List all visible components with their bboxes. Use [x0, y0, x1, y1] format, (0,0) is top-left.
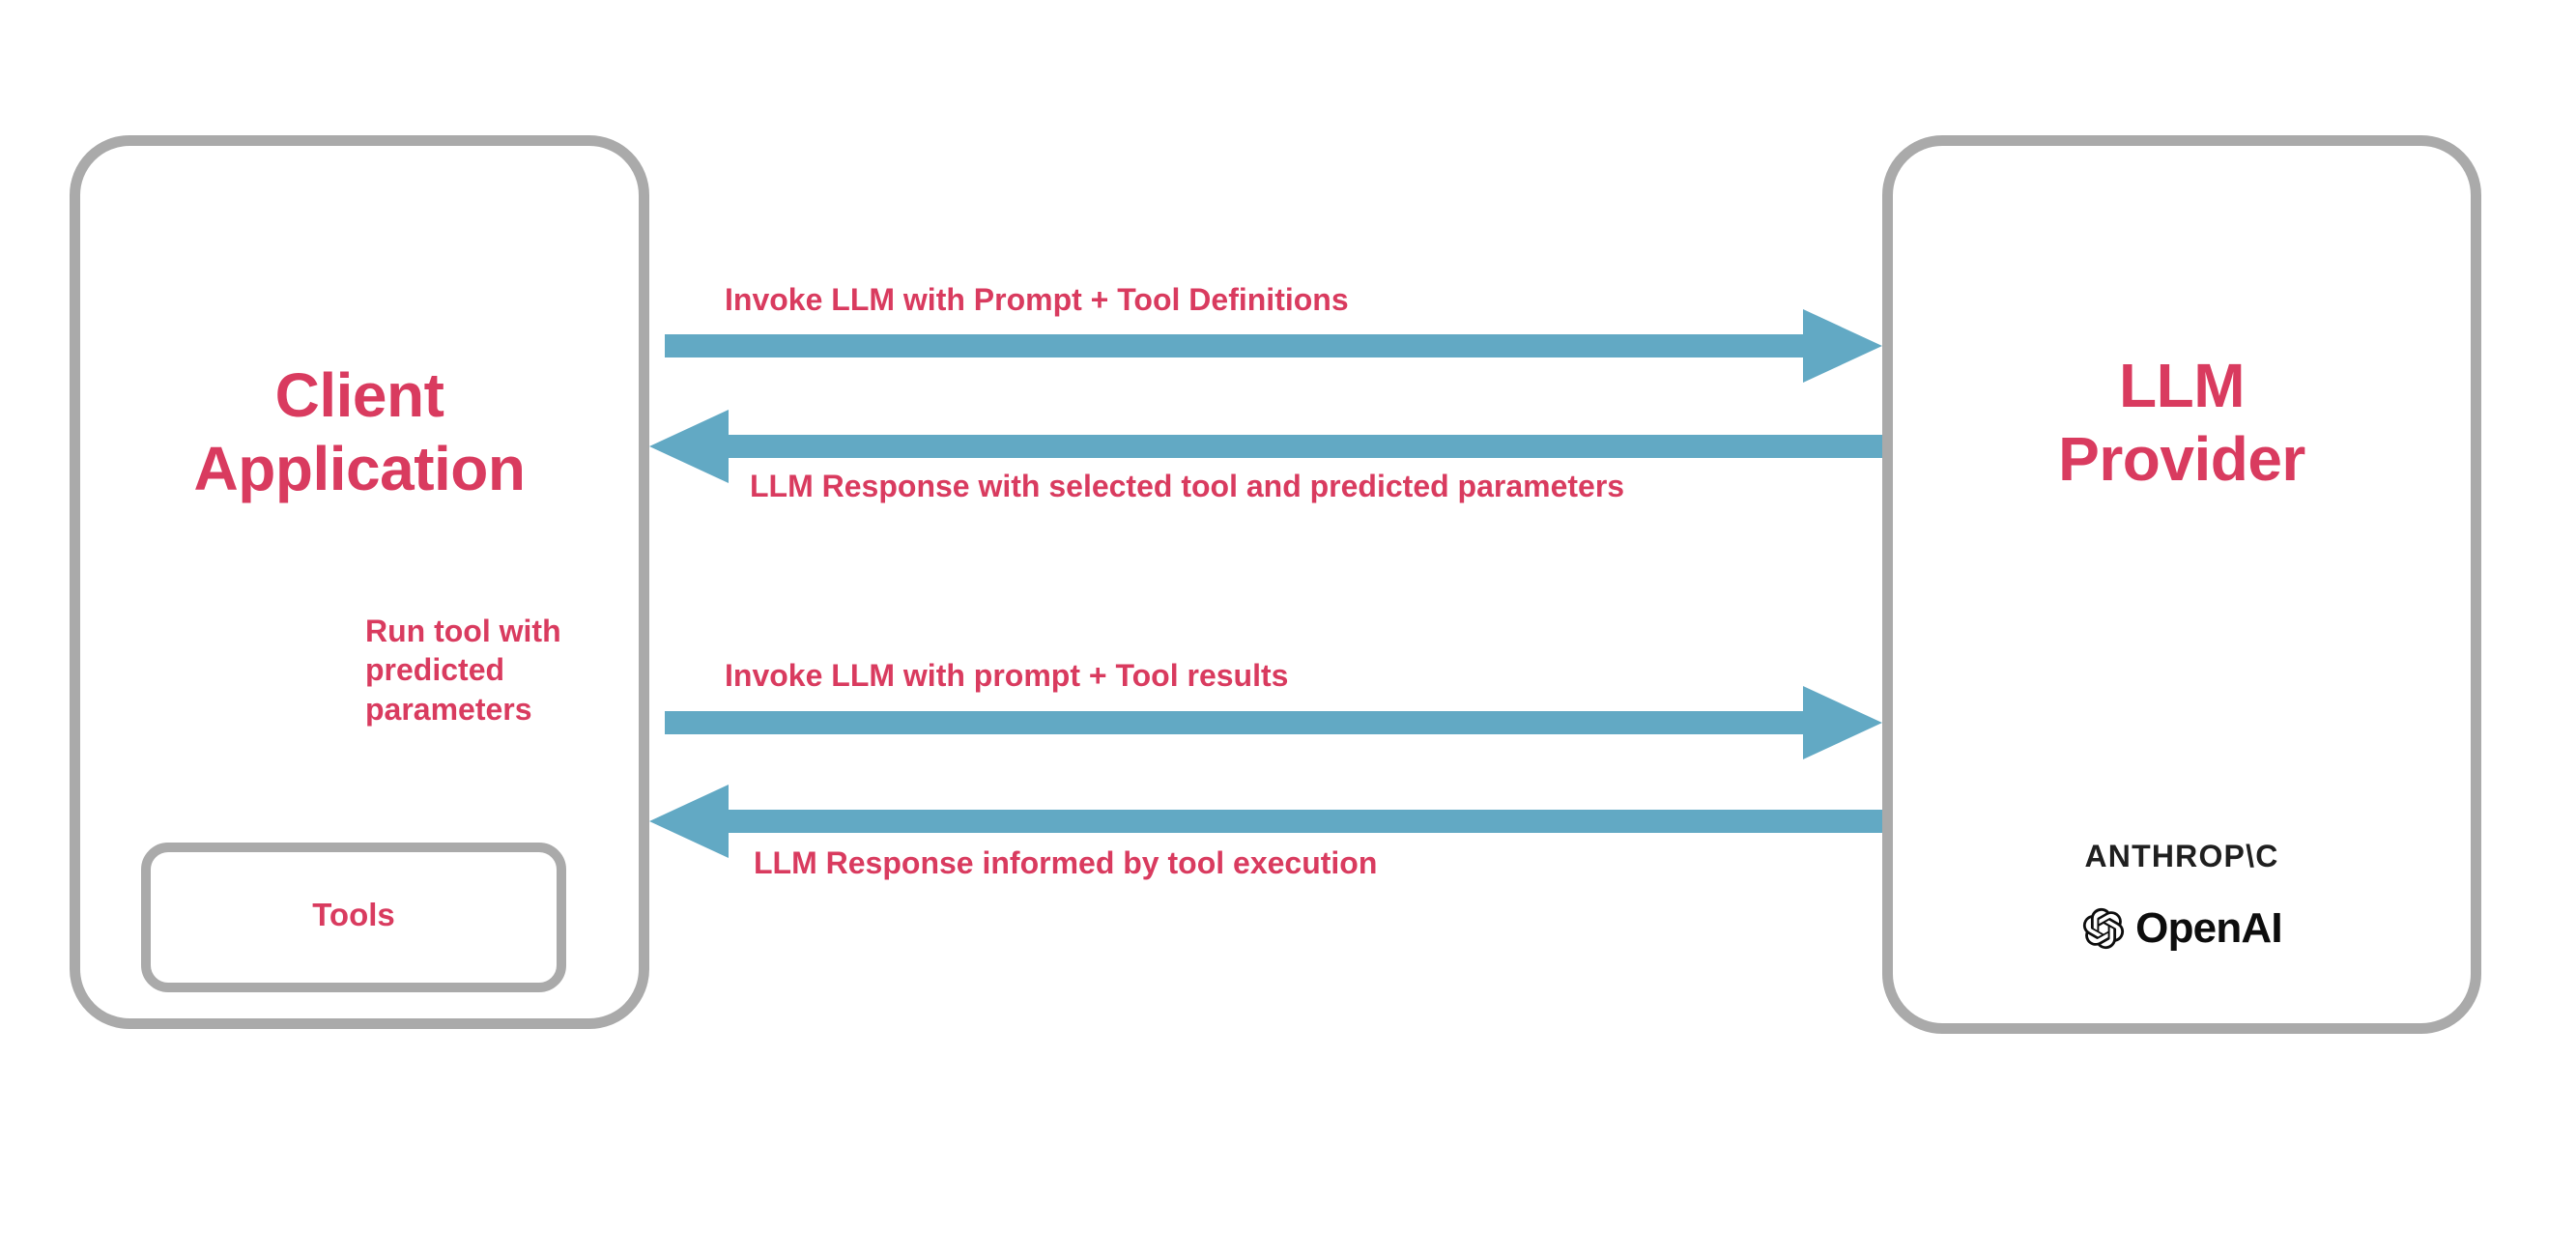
edge-label-invoke-llm-with-prompt-and-tool-results: Invoke LLM with prompt + Tool results	[725, 658, 1289, 693]
arrow-invoke-llm-with-prompt-and-tool-definitions	[665, 309, 1882, 383]
edge-label-llm-response-informed-by-tool-execution: LLM Response informed by tool execution	[754, 845, 1378, 880]
arrow-invoke-llm-with-prompt-and-tool-results	[665, 686, 1882, 759]
client-application-title: Client Application	[193, 360, 526, 503]
arrow-llm-response-informed-by-tool-execution	[649, 785, 1882, 858]
openai-logo: OpenAI	[1882, 906, 2481, 951]
openai-knot-icon	[2083, 907, 2125, 950]
openai-wordmark: OpenAI	[2135, 904, 2282, 952]
llm-provider-title: LLM Provider	[2058, 351, 2305, 494]
arrow-llm-response-with-selected-tool	[649, 410, 1882, 483]
anthropic-logo: ANTHROP\C	[2084, 839, 2279, 873]
tools-label: Tools	[312, 897, 395, 932]
llm-provider-box[interactable]	[1882, 135, 2481, 1034]
edge-label-llm-response-with-selected-tool: LLM Response with selected tool and pred…	[750, 469, 1625, 503]
tools-box[interactable]	[141, 843, 566, 992]
edge-label-run-tool-with-predicted-parameters: Run tool with predicted parameters	[365, 614, 561, 727]
edge-label-invoke-llm-with-prompt-and-tool-definitions: Invoke LLM with Prompt + Tool Definition…	[725, 282, 1349, 317]
